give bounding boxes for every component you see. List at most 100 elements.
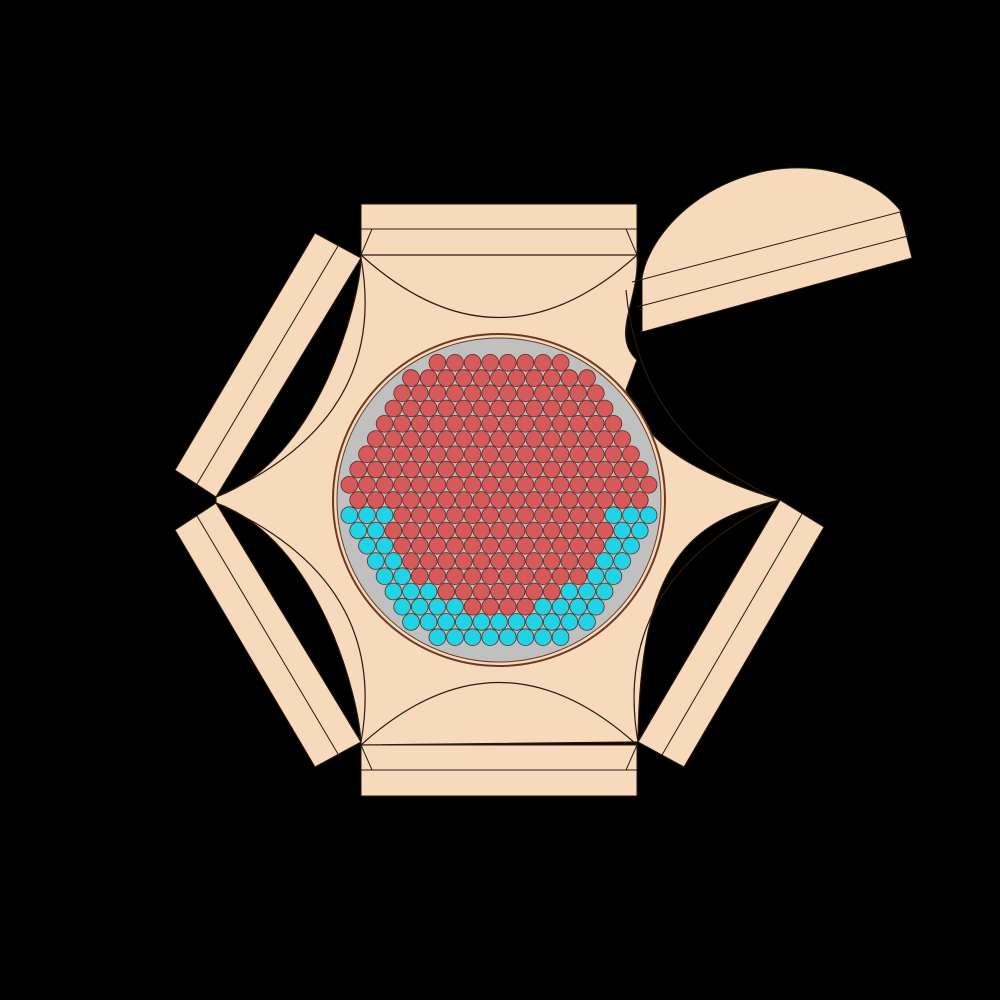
- pin-primary: [481, 353, 500, 372]
- pin-primary: [560, 399, 579, 418]
- pin-primary: [525, 430, 543, 448]
- pin-primary: [525, 552, 543, 570]
- pin-primary: [446, 414, 464, 433]
- pin-primary: [472, 460, 491, 479]
- pin-primary: [454, 552, 473, 570]
- side-block-lower-right: [637, 499, 825, 768]
- pin-primary: [490, 460, 508, 479]
- pin-primary: [586, 506, 605, 525]
- pin-primary: [446, 384, 464, 403]
- pin-primary: [622, 475, 640, 494]
- pin-primary: [481, 567, 500, 585]
- pin-primary: [384, 491, 403, 509]
- pin-primary: [463, 445, 482, 464]
- pin-primary: [358, 475, 376, 494]
- pin-primary: [525, 460, 543, 479]
- pin-primary: [402, 430, 420, 448]
- pin-primary: [428, 445, 447, 464]
- pin-secondary: [560, 613, 579, 631]
- pin-primary: [516, 353, 535, 372]
- pin-primary: [569, 475, 587, 494]
- pin-primary: [358, 445, 376, 464]
- fuel-pins: [340, 353, 658, 646]
- pin-primary: [498, 536, 517, 555]
- pin-primary: [630, 460, 649, 479]
- pin-primary: [560, 552, 579, 570]
- pin-primary: [410, 384, 429, 403]
- pin-primary: [375, 475, 394, 494]
- pin-primary: [384, 399, 403, 418]
- pin-primary: [481, 445, 500, 464]
- pin-primary: [551, 414, 570, 433]
- pin-primary: [560, 460, 579, 479]
- pin-primary: [384, 460, 403, 479]
- pin-secondary: [604, 536, 623, 555]
- pin-primary: [402, 491, 420, 509]
- pin-primary: [446, 506, 464, 525]
- pin-primary: [534, 536, 552, 555]
- pin-primary: [542, 521, 561, 540]
- pin-secondary: [586, 597, 605, 616]
- pin-secondary: [428, 628, 447, 646]
- pin-secondary: [402, 582, 420, 601]
- pin-primary: [437, 582, 456, 601]
- pin-primary: [472, 430, 491, 448]
- pin-primary: [446, 353, 464, 372]
- pin-primary: [402, 460, 420, 479]
- pin-primary: [463, 475, 482, 494]
- pin-primary: [454, 460, 473, 479]
- pin-primary: [622, 445, 640, 464]
- pin-primary: [428, 506, 447, 525]
- pin-primary: [393, 506, 412, 525]
- pin-primary: [410, 445, 429, 464]
- pin-primary: [498, 384, 517, 403]
- pin-primary: [586, 414, 605, 433]
- pin-primary: [490, 521, 508, 540]
- pin-primary: [463, 384, 482, 403]
- pin-primary: [560, 430, 579, 448]
- pin-primary: [393, 445, 412, 464]
- side-block-bottom: [360, 744, 638, 797]
- pin-primary: [454, 491, 473, 509]
- pin-primary: [410, 506, 429, 525]
- pin-primary: [595, 430, 614, 448]
- pin-secondary: [542, 613, 561, 631]
- pin-primary: [410, 475, 429, 494]
- pin-primary: [410, 414, 429, 433]
- pin-primary: [410, 536, 429, 555]
- pin-primary: [507, 460, 526, 479]
- pin-secondary: [358, 506, 376, 525]
- pin-primary: [454, 430, 473, 448]
- pin-primary: [507, 582, 526, 601]
- pin-primary: [534, 353, 552, 372]
- pin-primary: [366, 430, 385, 448]
- pin-primary: [569, 506, 587, 525]
- pin-secondary: [630, 521, 649, 540]
- pin-secondary: [340, 506, 359, 525]
- pin-primary: [586, 475, 605, 494]
- pin-primary: [437, 521, 456, 540]
- pin-secondary: [551, 628, 570, 646]
- pin-primary: [542, 491, 561, 509]
- pin-primary: [410, 567, 429, 585]
- pin-secondary: [490, 613, 508, 631]
- pin-secondary: [446, 628, 464, 646]
- pin-primary: [613, 430, 631, 448]
- pin-primary: [569, 536, 587, 555]
- pin-primary: [507, 552, 526, 570]
- pin-secondary: [578, 582, 596, 601]
- pin-primary: [428, 567, 447, 585]
- pin-secondary: [428, 597, 447, 616]
- pin-primary: [419, 369, 438, 387]
- pin-primary: [578, 369, 596, 387]
- pin-primary: [402, 369, 420, 387]
- pin-primary: [525, 491, 543, 509]
- pin-primary: [595, 460, 614, 479]
- pin-primary: [472, 399, 491, 418]
- pin-secondary: [604, 567, 623, 585]
- pin-primary: [569, 445, 587, 464]
- pin-primary: [472, 491, 491, 509]
- pin-primary: [393, 475, 412, 494]
- pin-secondary: [349, 521, 368, 540]
- pin-secondary: [534, 628, 552, 646]
